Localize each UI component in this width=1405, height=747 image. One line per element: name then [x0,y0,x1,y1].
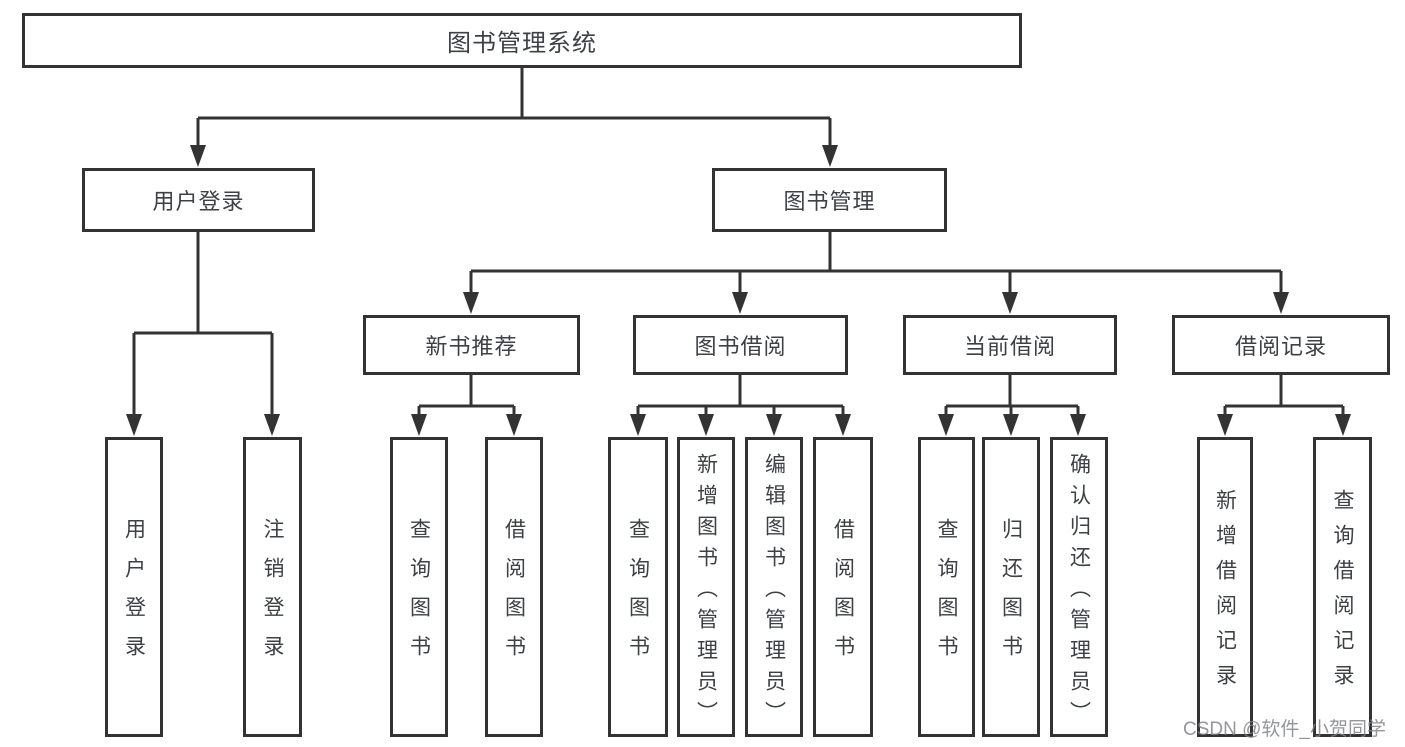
node-book-borrowing: 图书借阅 [633,315,848,375]
leaf-query-borrow-record: 查询借阅记录 [1313,437,1372,737]
arrow-down-icon [938,414,954,436]
arrow-down-icon [190,145,206,167]
leaf-add-books-admin: 新增图书（管理员） [677,437,735,737]
arrow-down-icon [732,292,748,314]
arrow-down-icon [411,414,427,436]
leaf-confirm-return-admin: 确认归还（管理员） [1050,437,1108,737]
leaf-label: 确认归还（管理员） [1067,452,1091,732]
connector-book-borrowing-children [636,375,845,419]
connector-book-management-children [469,232,1283,297]
csdn-watermark: CSDN @软件_小贺同学 [1183,719,1386,740]
leaf-label: 查询借阅记录 [1331,489,1354,699]
arrow-down-icon [264,414,280,436]
node-new-book-recommendation: 新书推荐 [363,315,580,375]
leaf-label: 归还图书 [999,518,1023,674]
leaf-query-books: 查询图书 [390,437,448,737]
leaf-label: 借阅图书 [502,518,526,674]
arrow-down-icon [1003,414,1019,436]
leaf-label: 用户登录 [122,518,146,674]
leaf-label: 新增借阅记录 [1213,489,1237,699]
leaf-label: 借阅图书 [831,518,855,674]
arrow-down-icon [506,414,522,436]
connector-borrow-records-children [1223,375,1345,419]
leaf-query-books: 查询图书 [608,437,668,737]
arrow-down-icon [126,414,142,436]
leaf-label: 新增图书（管理员） [694,452,718,732]
leaf-user-login: 用户登录 [105,437,163,737]
connector-user-login-children [132,232,274,419]
leaf-add-borrow-record: 新增借阅记录 [1197,437,1253,737]
arrow-down-icon [1335,414,1351,436]
connector-root-to-level2 [196,68,832,150]
leaf-label: 编辑图书（管理员） [762,452,786,732]
node-book-management: 图书管理 [712,168,947,232]
node-user-login: 用户登录 [82,168,315,232]
leaf-query-books: 查询图书 [918,437,975,737]
arrow-down-icon [1217,414,1233,436]
leaf-borrow-books: 借阅图书 [813,437,873,737]
arrow-down-icon [766,414,782,436]
arrow-down-icon [1002,292,1018,314]
node-borrowing-records: 借阅记录 [1172,315,1390,375]
arrow-down-icon [822,145,838,167]
node-current-borrowing: 当前借阅 [903,315,1117,375]
arrow-down-icon [1070,414,1086,436]
leaf-return-books: 归还图书 [982,437,1040,737]
connector-current-borrow-children [944,375,1080,419]
leaf-borrow-books: 借阅图书 [485,437,543,737]
leaf-label: 查询图书 [935,518,958,674]
node-root-title: 图书管理系统 [22,13,1022,68]
leaf-logout: 注销登录 [243,437,302,737]
arrow-down-icon [1273,292,1289,314]
leaf-label: 注销登录 [261,518,284,674]
arrow-down-icon [835,414,851,436]
arrow-down-icon [463,292,479,314]
leaf-label: 查询图书 [407,518,431,674]
arrow-down-icon [630,414,646,436]
leaf-edit-books-admin: 编辑图书（管理员） [745,437,803,737]
arrow-down-icon [698,414,714,436]
connector-new-book-rec-children [417,375,516,419]
leaf-label: 查询图书 [626,518,650,674]
